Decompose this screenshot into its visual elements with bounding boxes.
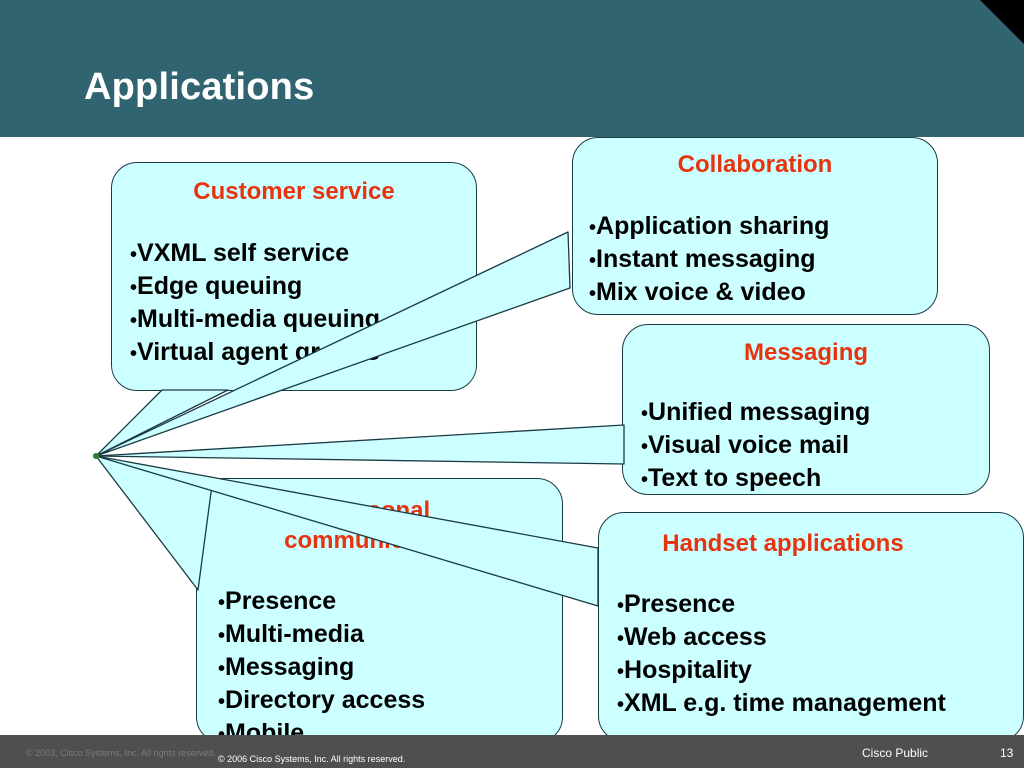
- callout-messaging: Messaging •Unified messaging •Visual voi…: [622, 324, 990, 495]
- callout-item: •XML e.g. time management: [617, 689, 946, 717]
- callout-item-list: •Presence •Web access •Hospitality •XML …: [599, 589, 1023, 721]
- callout-item: •Presence: [617, 590, 736, 618]
- callout-item: •Multi-media queuing: [130, 305, 381, 333]
- pointer-tail-customer-service: [95, 389, 229, 457]
- callout-item: •Instant messaging: [589, 245, 816, 273]
- callout-title: Handset applications: [662, 530, 904, 557]
- page-number: 13: [1000, 746, 1014, 760]
- footer-bar: © 2003, Cisco Systems, Inc. All rights r…: [0, 735, 1024, 768]
- pointer-focal-dot: [93, 453, 99, 459]
- pointer-tail-collaboration: [95, 231, 571, 457]
- callout-item: •Hospitality: [617, 656, 752, 684]
- callout-item: •Web access: [617, 623, 767, 651]
- pointer-tail-handset-applications: [95, 455, 599, 607]
- corner-triangle-decoration: [980, 0, 1024, 44]
- callout-item: •Unified messaging: [641, 398, 871, 426]
- footer-classification: Cisco Public: [862, 746, 929, 760]
- callout-item: •Directory access: [218, 686, 426, 714]
- slide-title: Applications: [84, 66, 315, 108]
- callout-item: •Visual voice mail: [641, 431, 850, 459]
- callout-item-list: •Unified messaging •Visual voice mail •T…: [623, 397, 989, 496]
- footer-copyright: © 2006 Cisco Systems, Inc. All rights re…: [218, 754, 406, 764]
- callout-title: Customer service: [193, 178, 395, 205]
- callout-item: •Messaging: [218, 653, 355, 681]
- callout-collaboration: Collaboration •Application sharing •Inst…: [572, 137, 938, 315]
- callout-item: •Application sharing: [589, 212, 830, 240]
- title-bar: Applications: [0, 0, 1024, 137]
- callout-item: •Text to speech: [641, 464, 822, 492]
- pointer-tail-messaging: [95, 424, 625, 465]
- callout-item: •Edge queuing: [130, 272, 303, 300]
- callout-item: •VXML self service: [130, 239, 350, 267]
- callout-item: •Multi-media: [218, 620, 364, 648]
- footer-copyright-2003: © 2003, Cisco Systems, Inc. All rights r…: [26, 748, 216, 758]
- callout-title: Collaboration: [677, 151, 833, 178]
- callout-item-list: •Presence •Multi-media •Messaging •Direc…: [197, 586, 562, 751]
- callout-item: •Presence: [218, 587, 337, 615]
- callout-item: •Mix voice & video: [589, 278, 806, 306]
- callout-title: Messaging: [743, 339, 869, 366]
- callout-item-list: •Application sharing •Instant messaging …: [573, 211, 937, 310]
